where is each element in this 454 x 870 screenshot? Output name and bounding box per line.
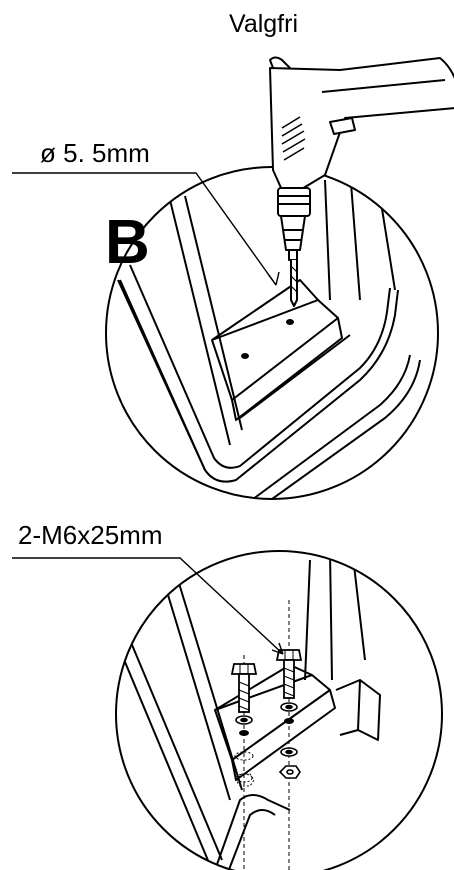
hole-marker — [239, 730, 249, 736]
power-drill-icon — [269, 56, 454, 307]
drill-size-leader — [12, 172, 277, 286]
left-post-bottom — [119, 639, 223, 870]
optional-label: Valgfri — [229, 10, 299, 38]
detail-circle-top — [105, 166, 439, 500]
hex-bolt-icon — [230, 663, 258, 713]
drill-size-label: ø 5. 5mm — [40, 138, 150, 168]
drill-detail-view — [105, 166, 439, 500]
left-post-top — [169, 195, 243, 446]
hidden-fasteners — [234, 751, 255, 787]
hole-marker — [241, 353, 249, 359]
bolt-detail-view — [115, 550, 443, 870]
step-letter: B — [105, 208, 150, 277]
bolt-spec-label: 2-M6x25mm — [18, 520, 163, 550]
detail-circle-bottom — [115, 550, 443, 870]
hole-marker — [286, 319, 294, 325]
frame-rail-top — [119, 279, 399, 483]
hole-marker — [284, 718, 294, 724]
bolt-spec-leader — [12, 557, 284, 655]
hex-nut-icon — [278, 765, 301, 779]
washer-icon — [235, 702, 298, 757]
